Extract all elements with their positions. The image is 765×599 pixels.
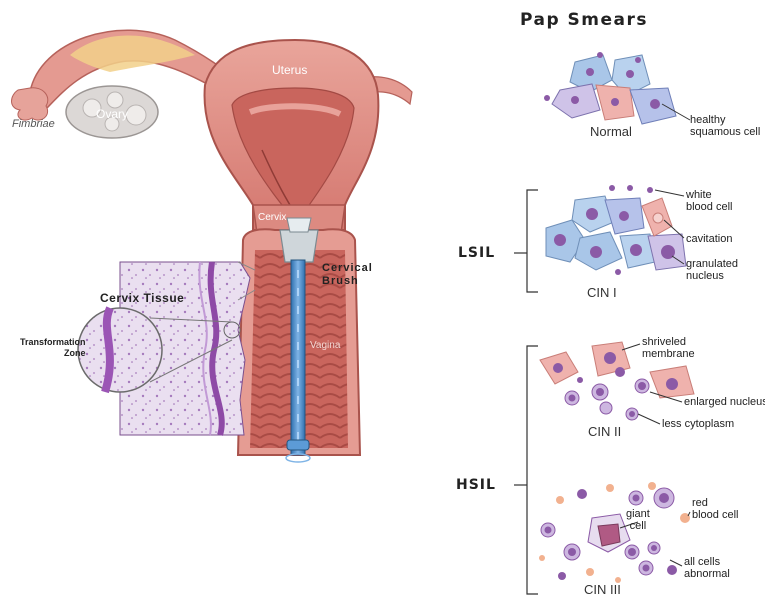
normal-label: Normal (590, 124, 632, 139)
lsil-label: LSIL (458, 245, 495, 261)
lsil-cells (546, 185, 686, 275)
transformation-zone-label: Transformation Zone (20, 337, 86, 359)
pap-smears-title: Pap Smears (520, 10, 648, 30)
cin3-label: CIN III (584, 582, 621, 597)
ovary-label: Ovary (96, 108, 128, 120)
cin1-label: CIN I (587, 285, 617, 300)
cervix-label: Cervix (258, 212, 286, 224)
fimbriae-shape (12, 88, 48, 120)
less-cytoplasm-callout: less cytoplasm (662, 418, 734, 430)
red-blood-cell-callout: red blood cell (692, 497, 738, 521)
healthy-squamous-callout: healthy squamous cell (690, 114, 760, 138)
hsil-label: HSIL (456, 477, 496, 493)
giant-cell-callout: giant cell (626, 508, 650, 532)
white-blood-cell-callout: white blood cell (686, 189, 732, 213)
enlarged-nucleus-callout: enlarged nucleus (684, 396, 765, 408)
magnified-view (78, 308, 162, 392)
cervix-tissue-panel (78, 262, 255, 435)
fimbriae-label: Fimbriae (12, 118, 55, 130)
brush-head (280, 230, 318, 262)
cervix-tissue-label: Cervix Tissue (100, 292, 184, 304)
cin3-cells (539, 482, 690, 583)
normal-cells (544, 52, 690, 124)
grade-brackets (514, 190, 538, 594)
cin2-label: CIN II (588, 424, 621, 439)
cervical-brush-label: Cervical Brush (322, 262, 373, 288)
vagina-label: Vagina (310, 340, 340, 352)
shriveled-membrane-callout: shriveled membrane (642, 336, 695, 360)
granulated-nucleus-callout: granulated nucleus (686, 258, 738, 282)
uterus-label: Uterus (272, 64, 307, 76)
all-cells-abnormal-callout: all cells abnormal (684, 556, 730, 580)
cavitation-callout: cavitation (686, 233, 732, 245)
